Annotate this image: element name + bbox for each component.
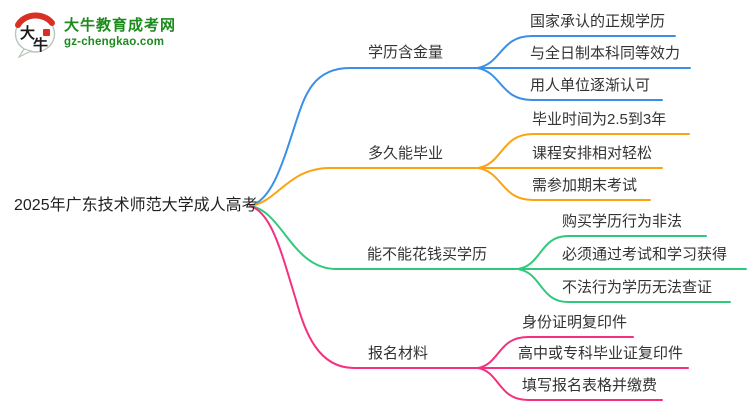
sub-topic: 国家承认的正规学历 bbox=[530, 13, 666, 30]
branch-topic-materials: 报名材料 bbox=[368, 345, 429, 362]
branch-topic-quality: 学历含金量 bbox=[368, 44, 444, 61]
logo-text: 大牛教育成考网 gz-chengkao.com bbox=[64, 17, 176, 49]
central-topic: 2025年广东技术师范大学成人高考 bbox=[14, 197, 258, 214]
logo-title: 大牛教育成考网 bbox=[64, 17, 177, 34]
svg-text:大: 大 bbox=[20, 24, 35, 42]
sub-topic: 购买学历行为非法 bbox=[562, 213, 683, 230]
logo-domain: gz-chengkao.com bbox=[64, 36, 165, 48]
svg-text:牛: 牛 bbox=[33, 36, 48, 54]
sub-topic: 需参加期末考试 bbox=[532, 177, 638, 194]
sub-topic: 必须通过考试和学习获得 bbox=[562, 246, 728, 263]
daniu-logo-icon: 大 牛 bbox=[14, 12, 56, 58]
sub-topic: 毕业时间为2.5到3年 bbox=[532, 111, 667, 128]
logo-red-cap bbox=[15, 12, 55, 28]
sub-topic: 身份证明复印件 bbox=[522, 314, 628, 331]
branch-lines-buy-diploma bbox=[249, 205, 747, 303]
branch-lines-quality bbox=[249, 35, 691, 207]
sub-topic: 填写报名表格并缴费 bbox=[522, 377, 658, 394]
branch-lines-graduation bbox=[249, 133, 690, 207]
sub-topic: 不法行为学历无法查证 bbox=[562, 279, 713, 296]
logo-seal bbox=[43, 29, 50, 36]
site-logo[interactable]: 大 牛 大牛教育成考网 gz-chengkao.com bbox=[12, 8, 176, 58]
branch-lines-materials bbox=[249, 205, 689, 401]
sub-topic: 高中或专科毕业证复印件 bbox=[518, 345, 684, 362]
branch-topic-buy-diploma: 能不能花钱买学历 bbox=[367, 246, 488, 263]
branch-topic-graduation: 多久能毕业 bbox=[368, 145, 444, 162]
sub-topic: 用人单位逐渐认可 bbox=[530, 77, 651, 94]
sub-topic: 课程安排相对轻松 bbox=[532, 145, 653, 162]
sub-topic: 与全日制本科同等效力 bbox=[530, 45, 681, 62]
